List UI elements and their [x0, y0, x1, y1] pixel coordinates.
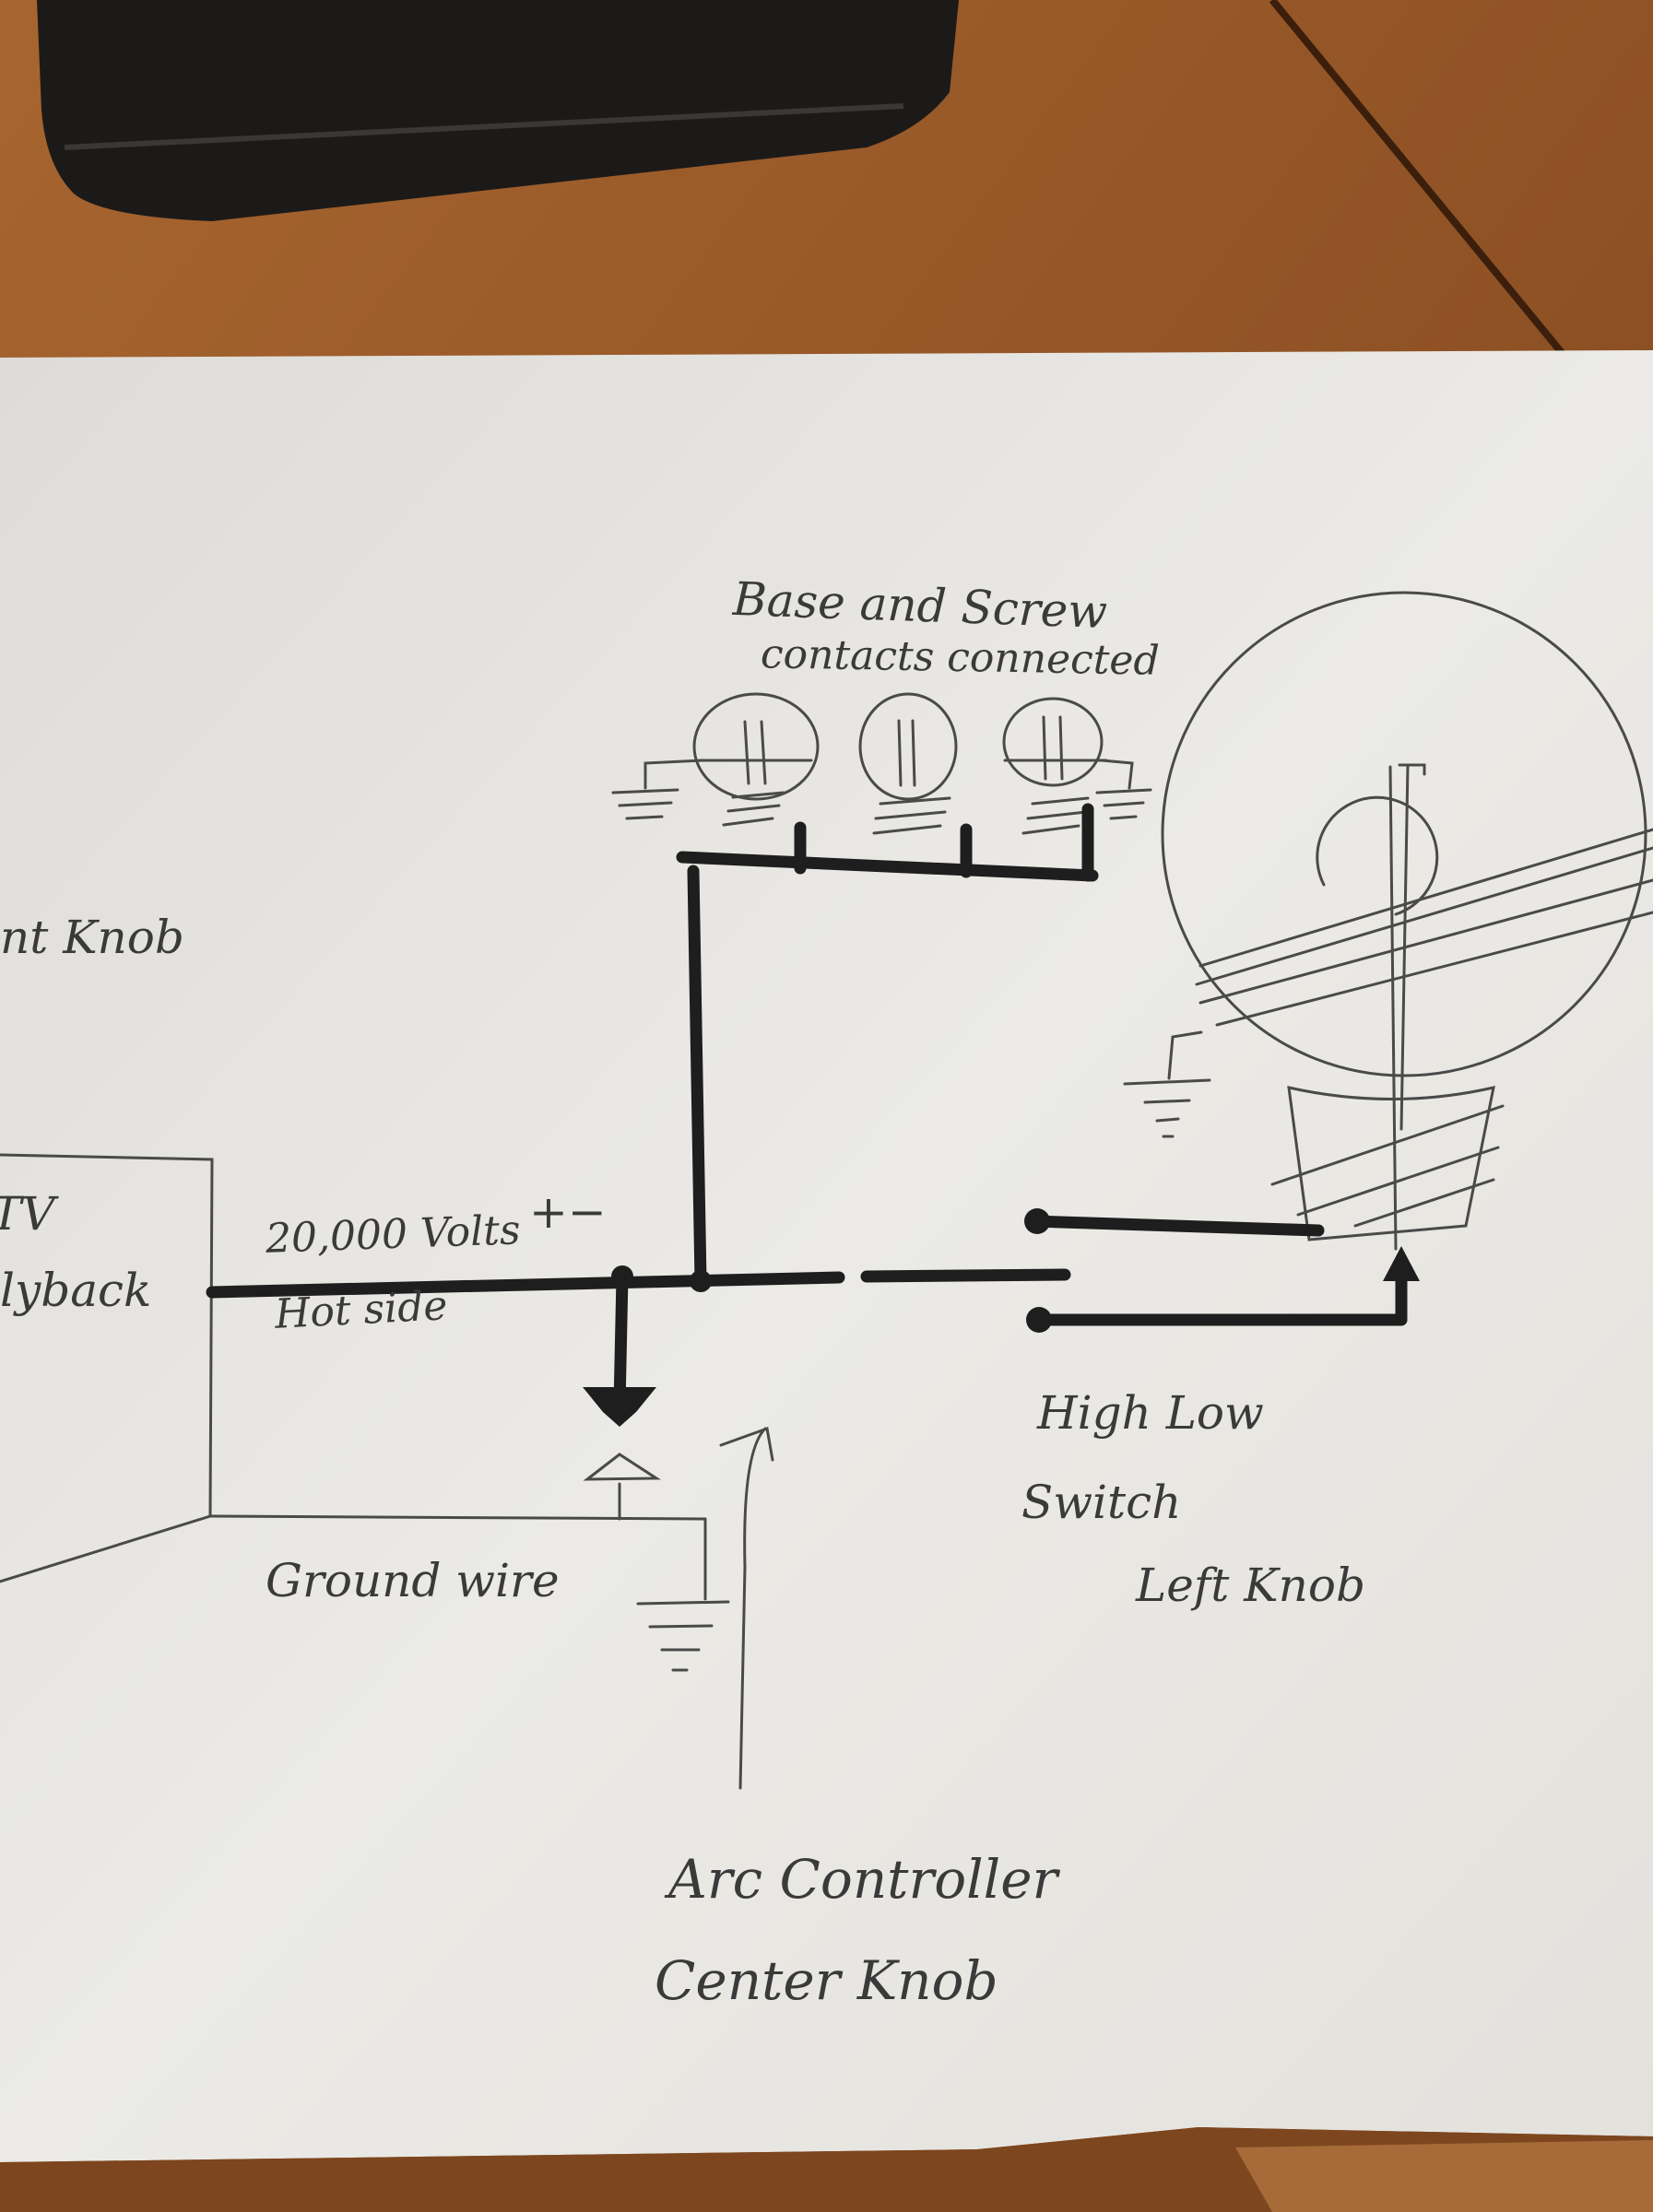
arc-controller-label-line2: Center Knob: [655, 1949, 998, 2012]
arc-controller-label-line1: Arc Controller: [668, 1848, 1058, 1911]
spark-gap-upper-electrode: [583, 1387, 656, 1427]
right-knob-fragment-label: nt Knob: [0, 911, 184, 964]
bulb-1: [692, 692, 820, 827]
hot-side-label: Hot side: [273, 1282, 449, 1338]
thick-wire-details: [583, 1208, 1420, 1427]
switch-contact-high: [1026, 1215, 1325, 1237]
paper-sheet: [0, 350, 1653, 2162]
vertical-riser-wire: [687, 865, 707, 1288]
switch-contact-low: [1028, 1270, 1408, 1326]
switch-label-line3: Left Knob: [1136, 1559, 1365, 1612]
ground-wire: [208, 1514, 707, 1521]
thick-wires: [206, 803, 1408, 1412]
dark-object-highlight: [64, 103, 904, 150]
pencil-lines: [0, 591, 1653, 1790]
bulb-ground-right: [1095, 759, 1152, 820]
polarity-label: +−: [529, 1185, 607, 1239]
bulb-2: [858, 692, 958, 835]
spark-gap-feed: [613, 1270, 629, 1412]
bulb-3: [1002, 697, 1108, 835]
spark-gap-lower-electrode: [583, 1453, 661, 1481]
contacts-label-line1: Base and Screw: [732, 571, 1109, 640]
hot-side-wire-extension: [860, 1268, 1071, 1283]
hot-side-wire: [206, 1271, 845, 1299]
arc-controller-leader: [719, 1426, 774, 1790]
tv-fragment-label: TV: [0, 1187, 55, 1241]
bulb-ground-left: [611, 759, 704, 820]
voltage-label: 20,000 Volts: [265, 1206, 522, 1263]
contacts-label-line2: contacts connected: [760, 630, 1161, 685]
ground-symbol-bottom: [636, 1600, 730, 1672]
flyback-fragment-label: lyback: [0, 1264, 152, 1317]
top-contact-bus: [676, 851, 1099, 882]
knob-ground: [1123, 1078, 1211, 1138]
flyback-box: [0, 1153, 214, 1583]
table-board-edge: [1269, 0, 1571, 362]
switch-label-line2: Switch: [1021, 1476, 1182, 1529]
ground-wire-label: Ground wire: [266, 1554, 560, 1607]
dark-object: [37, 0, 959, 221]
rotary-knob: [1123, 591, 1653, 1251]
sunlight-patch: [1235, 2140, 1653, 2212]
switch-pointer: [1383, 1246, 1420, 1281]
switch-label-line1: High Low: [1037, 1386, 1264, 1440]
